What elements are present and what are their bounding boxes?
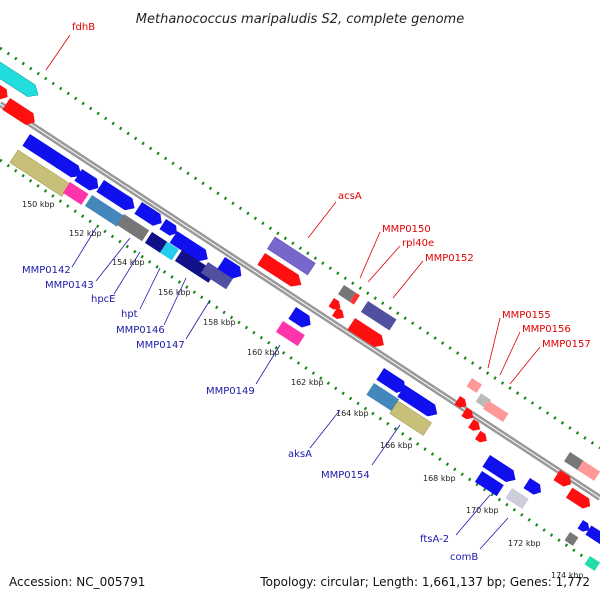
tick-label: 168 kbp (423, 474, 456, 483)
gene-aksA-arrow (376, 368, 406, 393)
gene-MMP0146-arrow (159, 219, 208, 262)
gene-reverse-right-1 (564, 532, 579, 546)
tick-label: 156 kbp (158, 288, 191, 297)
gene-MMP0150 (338, 285, 360, 305)
gene-MMP0154 (389, 400, 432, 436)
gene-MMP0149-arrow (288, 307, 311, 328)
gene-label-fdhB: fdhB (72, 22, 95, 33)
gene-MMP0156 (454, 396, 487, 443)
gene-rpl40e (328, 298, 344, 320)
gene-MMP0143 (116, 214, 150, 242)
gene-hpt-arrow (134, 202, 162, 226)
tick-label: 166 kbp (380, 441, 413, 450)
gene-MMP0152-box (360, 301, 397, 331)
tick-label: 158 kbp (203, 318, 236, 327)
gene-MMP0152 (347, 318, 384, 348)
gene-fdhB (0, 85, 8, 100)
gene-acsA (257, 253, 302, 287)
gene-label-MMP0156: MMP0156 (522, 324, 571, 335)
gene-label-MMP0142: MMP0142 (22, 265, 71, 276)
gene-comB (505, 488, 529, 509)
reverse-gene-labels: MMP0142 MMP0143 hpcE hpt MMP0146 MMP0147… (22, 227, 509, 563)
tick-label: 162 kbp (291, 378, 324, 387)
tick-label: 150 kbp (22, 200, 55, 209)
gene-reverse-right-3 (584, 556, 600, 571)
gene-acsA-box (267, 236, 316, 276)
tick-label: 164 kbp (336, 409, 369, 418)
gene-forward-right-1 (564, 452, 600, 481)
gene-MMP0149 (275, 321, 305, 347)
gene-forward-right-2 (553, 470, 591, 509)
gene-aksA (366, 383, 400, 412)
gene-comB-arrow (523, 478, 541, 495)
gene-label-MMP0146: MMP0146 (116, 325, 165, 336)
gene-MMP0142-arrow (74, 169, 99, 191)
gene-label-MMP0152: MMP0152 (425, 253, 474, 264)
gene-label-MMP0154: MMP0154 (321, 470, 370, 481)
topology-text: Topology: circular; Length: 1,661,137 bp… (259, 575, 590, 589)
gene-hpcE (84, 195, 124, 227)
gene-label-MMP0143: MMP0143 (45, 280, 94, 291)
gene-label-hpcE: hpcE (91, 294, 116, 305)
gene-label-MMP0155: MMP0155 (502, 310, 551, 321)
gene-forward-1 (2, 98, 35, 125)
gene-ftsA-2-arrow (482, 455, 516, 482)
tick-label: 154 kbp (112, 258, 145, 267)
gene-label-MMP0150: MMP0150 (382, 224, 431, 235)
gene-hpt (144, 232, 179, 261)
gene-label-aksA: aksA (288, 449, 312, 460)
gene-label-MMP0147: MMP0147 (136, 340, 185, 351)
gene-label-MMP0149: MMP0149 (206, 386, 255, 397)
gene-MMP0155 (466, 378, 509, 423)
genome-backbone (0, 101, 600, 501)
forward-gene-labels: fdhB acsA MMP0150 rpl40e MMP0152 MMP0155… (45, 22, 591, 385)
gene-label-MMP0157: MMP0157 (542, 339, 591, 350)
gene-MMP0143-arrow (96, 180, 135, 211)
gene-label-acsA: acsA (338, 191, 362, 202)
tick-label: 152 kbp (69, 229, 102, 238)
outer-tick-track (0, 46, 600, 450)
tick-label: 170 kbp (466, 506, 499, 515)
gene-label-rpl40e: rpl40e (402, 238, 434, 249)
gene-label-comB: comB (450, 552, 478, 563)
tick-labels: 150 kbp 152 kbp 154 kbp 156 kbp 158 kbp … (22, 200, 584, 580)
reverse-features (9, 134, 600, 571)
accession-text: Accession: NC_005791 (9, 575, 145, 589)
gene-label-ftsA-2: ftsA-2 (420, 534, 449, 545)
tick-label: 160 kbp (247, 348, 280, 357)
inner-tick-track (0, 158, 600, 570)
gene-MMP0147 (200, 262, 234, 290)
gene-reverse-right-2 (577, 520, 600, 546)
gene-MMP0147-arrow (217, 257, 242, 279)
gene-label-hpt: hpt (121, 309, 138, 320)
tick-label: 174 kbp (551, 571, 584, 580)
gene-MMP0154-arrow (397, 385, 438, 417)
gene-MMP0141 (22, 134, 82, 178)
gene-fdhB-cyan (0, 61, 39, 97)
gene-MMP0142 (62, 182, 89, 205)
map-title: Methanococcus maripaludis S2, complete g… (136, 12, 464, 27)
forward-features (0, 61, 600, 509)
tick-label: 172 kbp (508, 539, 541, 548)
gene-ftsA-2 (474, 471, 504, 497)
